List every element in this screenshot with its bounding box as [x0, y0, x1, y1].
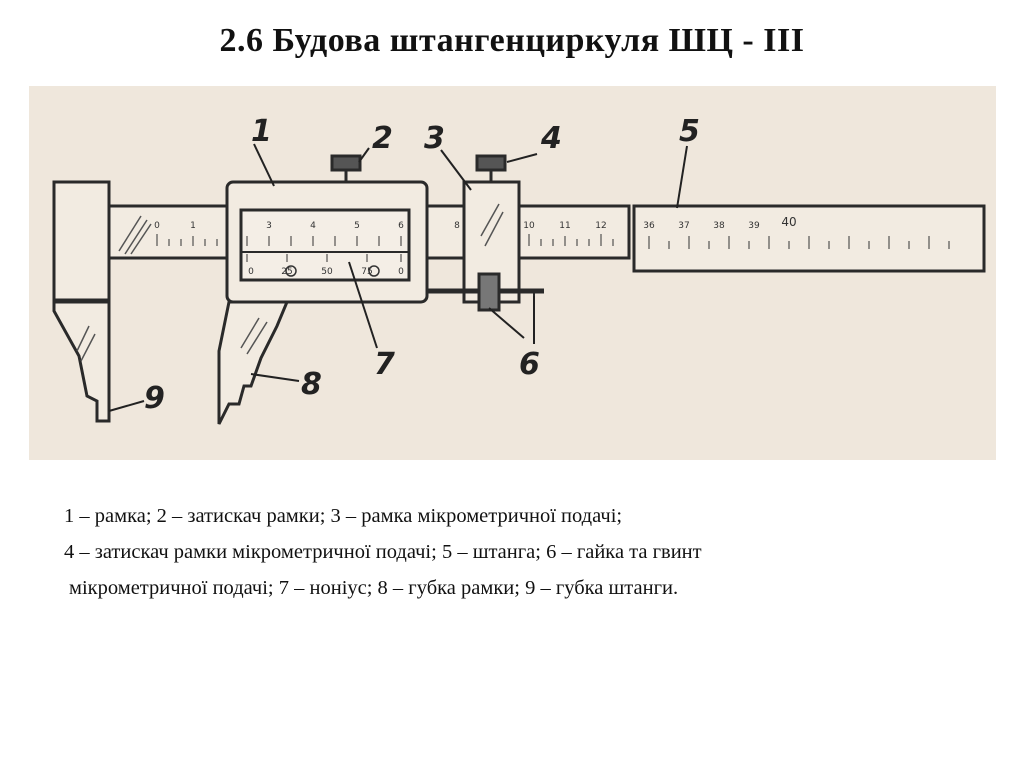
vernier-label: 4 [310, 221, 316, 231]
caption-line: 1 – рамка; 2 – затискач рамки; 3 – рамка… [64, 505, 623, 527]
callout-8: 8 [301, 367, 322, 402]
caption-line: 4 – затискач рамки мікрометричної подачі… [64, 541, 702, 563]
main-scale-label: 10 [523, 221, 535, 231]
main-scale-label: 0 [154, 221, 160, 231]
caption-line: мікрометричної подачі; 7 – ноніус; 8 – г… [69, 577, 679, 599]
main-scale-ticks [156, 234, 950, 262]
main-scale-label: 11 [559, 221, 570, 231]
legend-caption: 1 – рамка; 2 – затискач рамки; 3 – рамка… [64, 498, 984, 606]
caliper-diagram: 0 1 8 10 11 12 36 37 38 39 40 3 4 5 6 0 … [29, 86, 996, 460]
main-scale-label: 12 [595, 221, 606, 231]
callout-6: 6 [519, 347, 540, 382]
callout-3: 3 [424, 121, 445, 156]
micro-feed-clamp [475, 154, 507, 172]
vernier-label: 3 [266, 221, 272, 231]
vernier-label: 75 [361, 267, 372, 277]
callout-4: 4 [540, 121, 562, 156]
vernier-label: 50 [321, 267, 333, 277]
vernier-label: 6 [398, 221, 404, 231]
frame-clamp [330, 154, 362, 172]
callout-5: 5 [679, 114, 700, 149]
main-scale-label: 38 [713, 221, 725, 231]
vernier-label: 5 [354, 221, 360, 231]
micro-feed-nut [477, 272, 501, 312]
main-scale-label: 36 [643, 221, 655, 231]
callout-1: 1 [251, 114, 272, 149]
vernier-label: 0 [248, 267, 254, 277]
vernier-screw [368, 265, 380, 277]
vernier-label: 25 [281, 267, 292, 277]
vernier-label: 0 [398, 267, 404, 277]
movable-jaw [217, 300, 290, 425]
vernier-screw [285, 265, 297, 277]
callout-7: 7 [374, 347, 395, 382]
main-scale-label: 37 [678, 221, 689, 231]
callout-9: 9 [144, 381, 165, 416]
main-scale-label: 1 [190, 221, 196, 231]
caliper-drawing: 0 1 8 10 11 12 36 37 38 39 40 3 4 5 6 0 … [52, 114, 986, 425]
main-scale-label: 39 [748, 221, 760, 231]
main-scale-label: 8 [454, 221, 460, 231]
page-title: 2.6 Будова штангенциркуля ШЦ - ІІІ [219, 22, 805, 59]
main-scale-label: 40 [781, 215, 796, 229]
callout-2: 2 [372, 121, 393, 156]
